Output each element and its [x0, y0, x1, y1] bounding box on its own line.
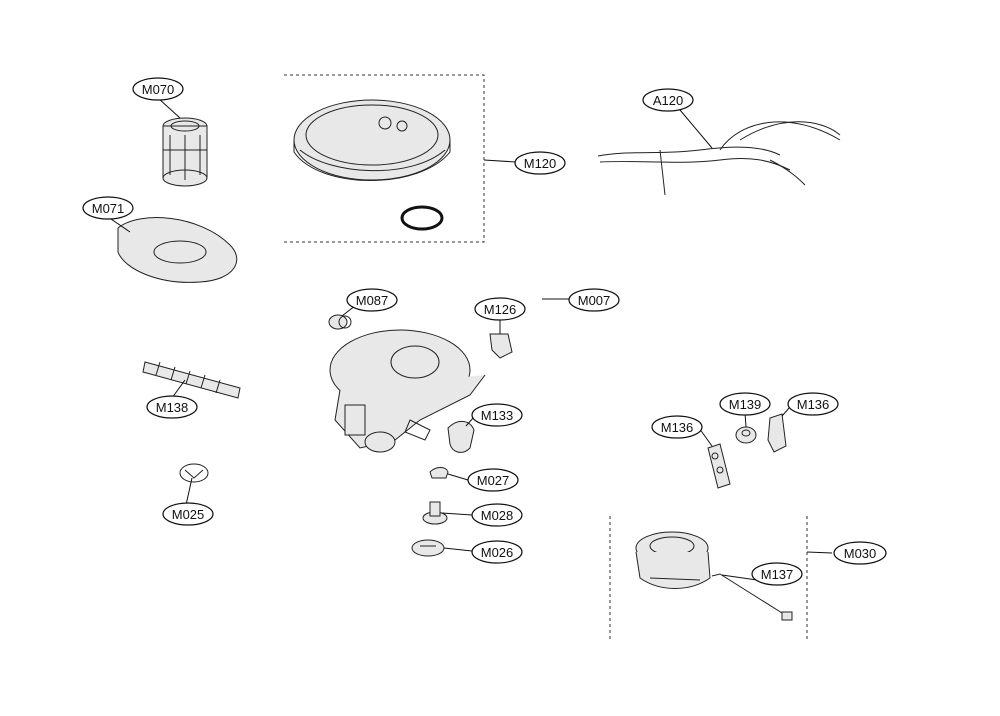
clip-part [429, 467, 449, 479]
filter-plate-part [117, 217, 238, 283]
callout-m087: M087 [346, 288, 398, 312]
sump-cover-part [293, 99, 451, 181]
label-m026: M026 [481, 545, 514, 560]
cord-part [711, 573, 793, 621]
callout-m136-right: M136 [787, 392, 839, 416]
label-m028: M028 [481, 508, 514, 523]
bracket-left-part [707, 443, 731, 489]
valve-part [422, 501, 448, 525]
label-m025: M025 [172, 507, 205, 522]
m120-group-box [284, 74, 485, 243]
callout-m026: M026 [471, 540, 523, 564]
o-ring-part [400, 205, 444, 231]
bracket-part [489, 333, 513, 359]
callout-m120: M120 [514, 151, 566, 175]
sump-housing-part [329, 329, 486, 453]
label-m136-left: M136 [661, 420, 694, 435]
label-m027: M027 [477, 473, 510, 488]
leader-lines [107, 97, 833, 581]
spray-arm-part [142, 361, 241, 399]
label-m120: M120 [524, 156, 557, 171]
label-m138: M138 [156, 400, 189, 415]
label-m071: M071 [92, 201, 125, 216]
callout-m133: M133 [471, 403, 523, 427]
m030-group-box [609, 516, 808, 640]
callout-m030: M030 [833, 541, 887, 565]
label-m030: M030 [844, 546, 877, 561]
fitting-part [328, 314, 352, 330]
callout-m137: M137 [751, 562, 803, 586]
callout-m139: M139 [719, 392, 771, 416]
label-m137: M137 [761, 567, 794, 582]
callout-m138: M138 [146, 395, 198, 419]
label-a120: A120 [653, 93, 683, 108]
callout-m025: M025 [162, 502, 214, 526]
label-m007: M007 [578, 293, 611, 308]
label-m139: M139 [729, 397, 762, 412]
callout-a120: A120 [642, 88, 694, 112]
label-m126: M126 [484, 302, 517, 317]
label-m136-right: M136 [797, 397, 830, 412]
label-m070: M070 [142, 82, 175, 97]
callout-m070: M070 [132, 77, 184, 101]
pump-motor-part [635, 531, 711, 589]
callout-m007: M007 [568, 288, 620, 312]
bracket-right-part [767, 413, 787, 453]
callout-m028: M028 [471, 503, 523, 527]
label-m087: M087 [356, 293, 389, 308]
small-clip-part [179, 463, 209, 483]
callout-m071: M071 [82, 196, 134, 220]
filter-cylinder-part [162, 117, 208, 187]
label-m133: M133 [481, 408, 514, 423]
callout-m136-left: M136 [651, 415, 703, 439]
gear-part [735, 426, 757, 444]
cap-part [411, 539, 445, 557]
wire-harness-part [597, 121, 841, 196]
callout-m126: M126 [474, 297, 526, 321]
elbow-part [447, 421, 475, 453]
callout-m027: M027 [467, 468, 519, 492]
